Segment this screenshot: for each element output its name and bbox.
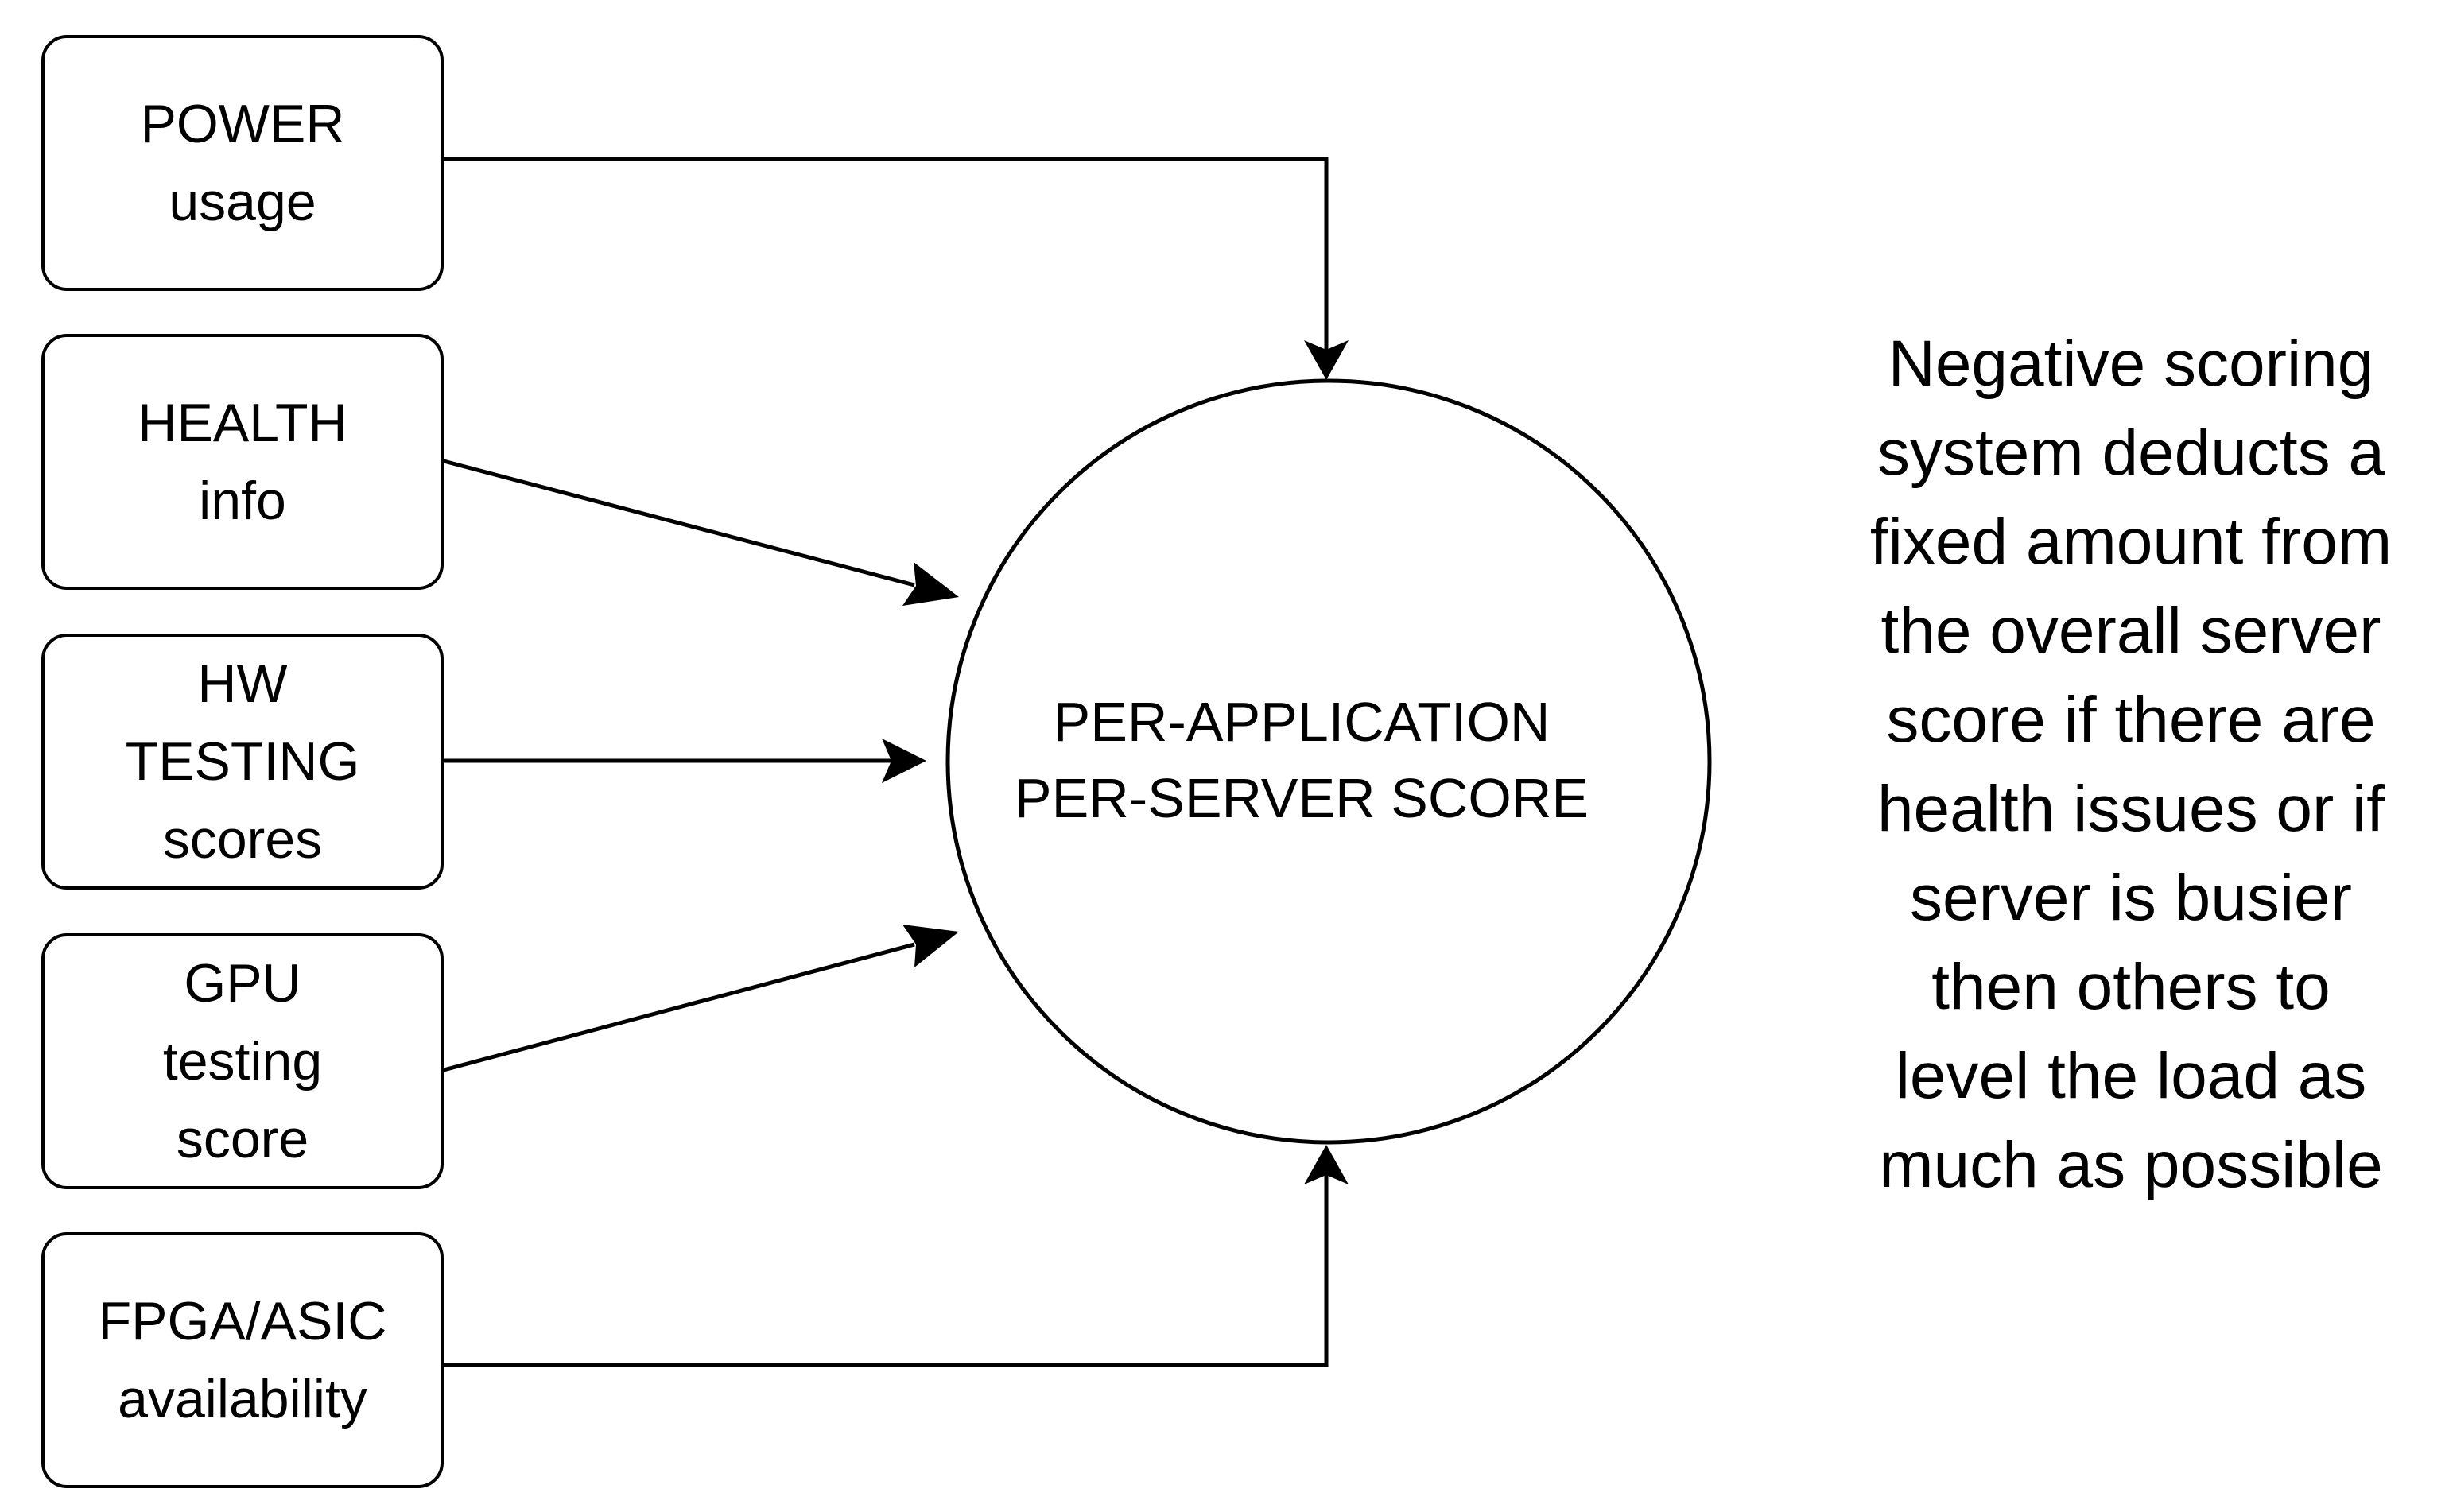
input-box-fpga-asic: FPGA/ASIC availability (41, 1232, 444, 1488)
input-label-line: availability (118, 1369, 367, 1429)
arrowhead-hw (882, 739, 926, 783)
input-label-line: scores (162, 809, 323, 870)
input-label-line: FPGA/ASIC (98, 1291, 387, 1351)
arrowhead-gpu (902, 925, 959, 967)
arrowhead-fpga (1304, 1145, 1349, 1184)
arrowhead-power (1304, 340, 1349, 380)
score-label: PER-APPLICATION PER-SERVER SCORE (924, 684, 1679, 836)
note-line: server is busier (1910, 862, 2352, 934)
input-box-gpu-testing: GPU testing score (41, 933, 444, 1189)
note-line: level the load as (1895, 1040, 2367, 1112)
input-box-hw-testing: HW TESTING scores (41, 634, 444, 890)
input-box-health: HEALTH info (41, 334, 444, 590)
note-line: Negative scoring (1888, 328, 2374, 400)
input-label-line: HEALTH (138, 393, 347, 453)
note-line: then others to (1931, 951, 2331, 1023)
note-line: fixed amount from (1869, 506, 2393, 578)
input-label-line: score (176, 1109, 309, 1169)
input-box-power: POWER usage (41, 35, 444, 291)
scoring-note: Negative scoring system deducts a fixed … (1829, 320, 2433, 1210)
score-label-line: PER-SERVER SCORE (1014, 767, 1589, 829)
note-line: the overall server (1880, 595, 2381, 667)
arrow-health-to-score (443, 459, 915, 587)
score-label-line: PER-APPLICATION (1053, 691, 1551, 753)
arrow-fpga-to-score (444, 1165, 1329, 1367)
input-label-line: GPU (184, 953, 301, 1014)
score-circle (945, 378, 1712, 1145)
input-label-line: POWER (140, 94, 345, 154)
input-label-line: testing (162, 1031, 323, 1091)
arrowhead-health (902, 562, 959, 606)
note-line: much as possible (1879, 1129, 2383, 1201)
input-label-line: TESTING (125, 731, 360, 792)
note-line: score if there are (1886, 684, 2376, 756)
input-label-line: info (199, 471, 286, 531)
input-label-line: usage (169, 172, 316, 232)
arrow-power-to-score (444, 157, 1329, 358)
note-line: system deducts a (1877, 417, 2385, 489)
note-line: health issues or if (1877, 773, 2385, 845)
input-label-line: HW (197, 653, 288, 714)
arrow-gpu-to-score (443, 942, 915, 1072)
